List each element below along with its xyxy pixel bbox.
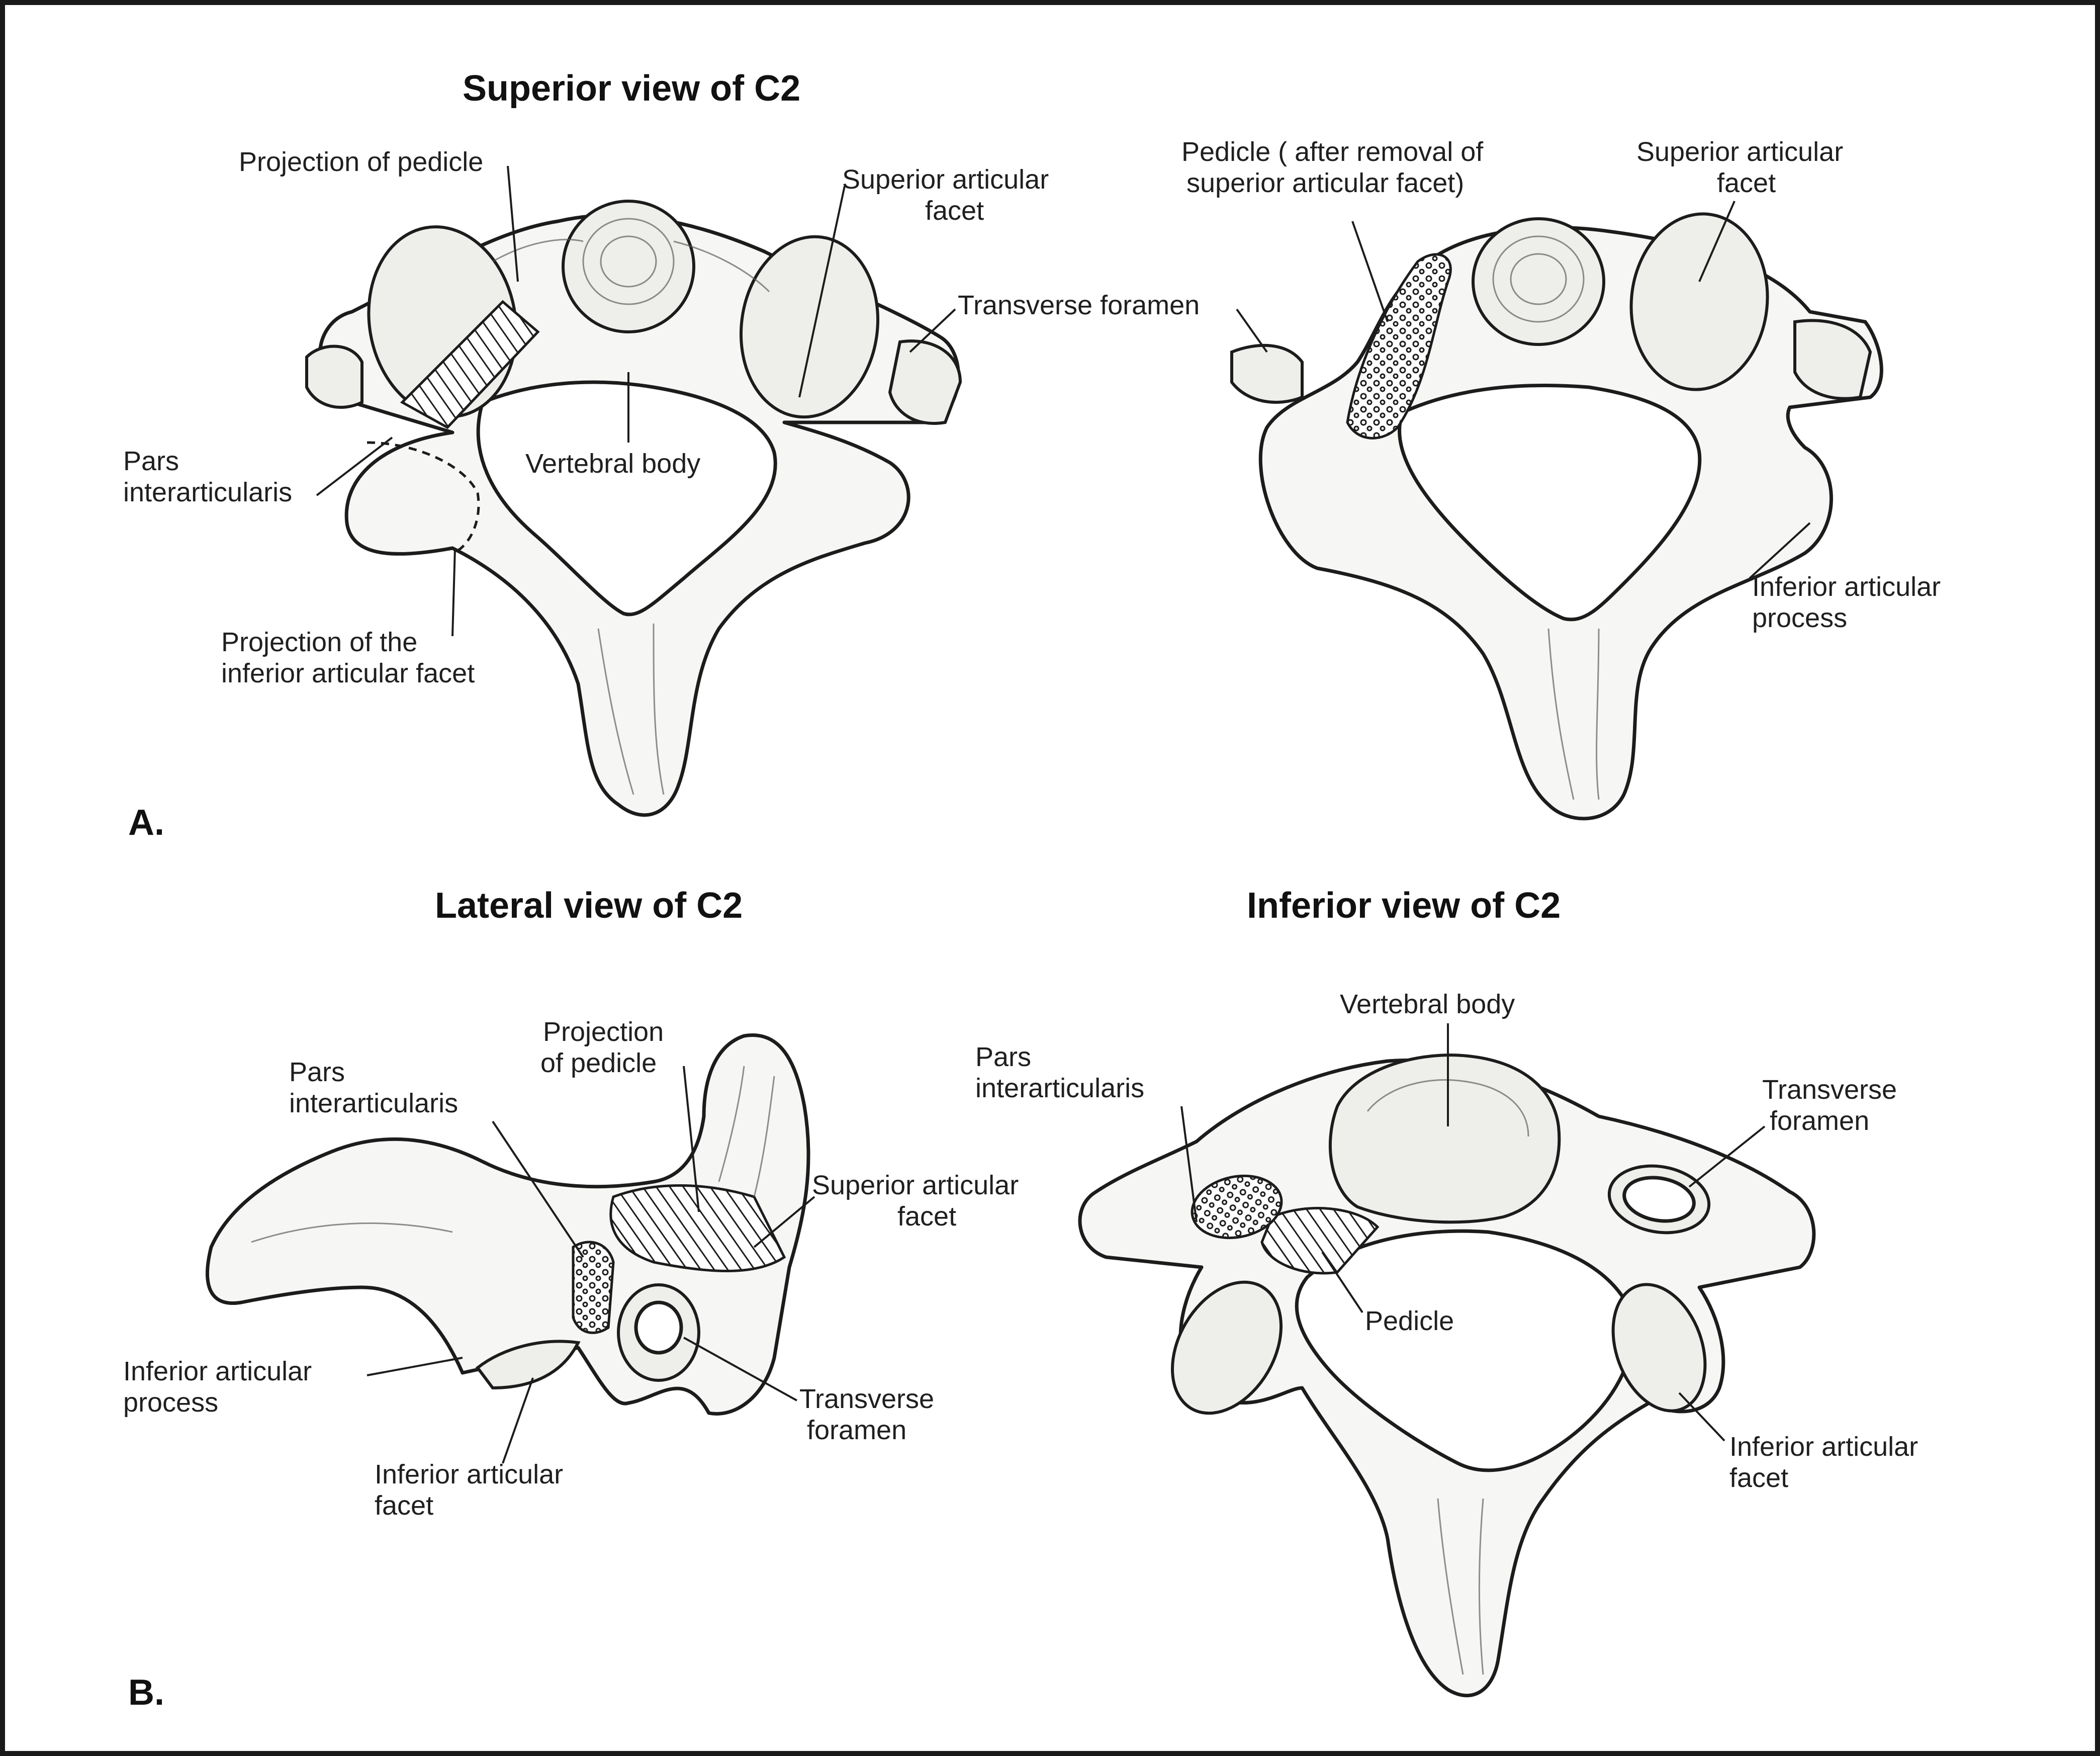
leader-pars-interarticularis-inferior [1180, 1106, 1198, 1222]
panel-label-b: B. [128, 1673, 164, 1713]
leader-superior-articular-facet [798, 186, 846, 398]
leader-inferior-articular-process [1749, 522, 1811, 579]
superior-view-drawing [305, 200, 962, 817]
leader-pedicle-after-removal [1351, 221, 1389, 322]
leader-inferior-articular-process-lateral [367, 1357, 463, 1376]
leader-pedicle-inferior [1321, 1251, 1363, 1313]
superior-view-pedicle-drawing [1230, 212, 1883, 821]
inferior-view-drawing [1078, 1053, 1816, 1698]
title-superior-view: Superior view of C2 [463, 68, 800, 109]
panel-label-a: A. [128, 803, 164, 843]
leader-superior-articular-facet-right [1698, 201, 1736, 282]
leader-projection-of-pedicle [507, 165, 519, 282]
leader-pars-interarticularis [316, 436, 393, 496]
leader-projection-of-pedicle-lateral [683, 1066, 700, 1212]
leader-transverse-foramen-lateral [683, 1337, 797, 1401]
title-inferior-view: Inferior view of C2 [1247, 886, 1561, 926]
label-vertebral-body: Vertebral body [525, 449, 700, 479]
title-lateral-view: Lateral view of C2 [435, 886, 743, 926]
leader-superior-articular-facet-lateral [753, 1196, 815, 1248]
leader-transverse-foramen-inferior [1688, 1125, 1766, 1188]
leader-inferior-articular-facet-lateral [502, 1377, 534, 1464]
leader-transverse-foramen-right [1236, 308, 1268, 353]
leader-inferior-articular-facet-inferior [1678, 1392, 1725, 1442]
leader-projection-inferior-articular-facet [451, 548, 456, 637]
label-projection-of-pedicle: Projection of pedicle [239, 147, 483, 177]
label-vertebral-body-inferior: Vertebral body [1340, 989, 1515, 1019]
label-transverse-foramen: Transverse foramen [958, 290, 1200, 320]
label-pedicle-inferior: Pedicle [1365, 1306, 1454, 1336]
leader-transverse-foramen [909, 308, 956, 353]
leader-pars-interarticularis-lateral [492, 1120, 584, 1258]
lateral-view-drawing [206, 1033, 810, 1416]
